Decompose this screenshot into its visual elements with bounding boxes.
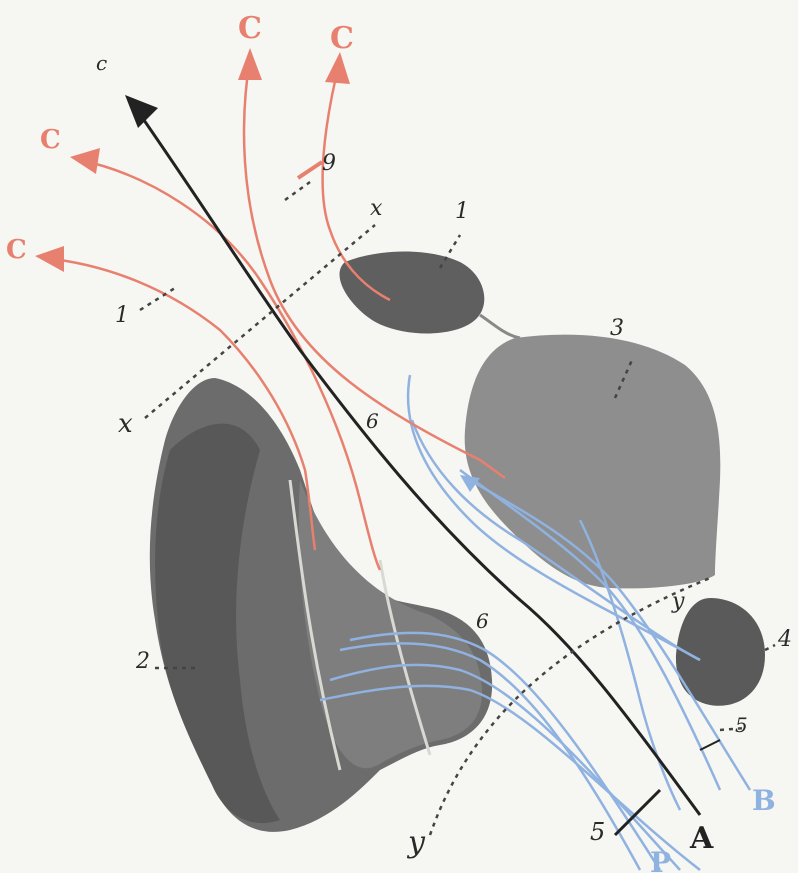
label-c-red-3: C [40, 125, 61, 155]
label-6-upper: 6 [366, 409, 379, 433]
label-P: P [650, 846, 671, 873]
label-A: A [689, 821, 714, 856]
label-y-bottom: y [406, 825, 426, 860]
black-arrowhead [125, 95, 158, 128]
label-c-red-1: C [238, 11, 262, 46]
label-9: 9 [322, 151, 336, 176]
label-c-red-4: C [6, 235, 27, 265]
label-5: 5 [735, 713, 748, 737]
label-c-red-2: C [330, 21, 354, 56]
label-x-upper: x [370, 196, 383, 221]
marker-5-right [700, 740, 720, 750]
label-y-right: y [671, 589, 685, 614]
label-3: 3 [610, 316, 624, 341]
mass-1-connector [480, 315, 520, 338]
label-2: 2 [135, 649, 150, 674]
label-B: B [752, 784, 776, 817]
label-c-top-left: c [96, 51, 107, 75]
label-5-bottom: 5 [590, 818, 605, 846]
label-4: 4 [777, 627, 792, 652]
label-1-left: 1 [115, 303, 129, 328]
label-6-lower: 6 [476, 609, 489, 633]
mass-1-oval [340, 252, 485, 334]
label-x-left: x [118, 409, 133, 439]
red-marker-9 [298, 162, 322, 178]
red-arrowheads [35, 48, 350, 272]
label-1: 1 [455, 199, 469, 224]
